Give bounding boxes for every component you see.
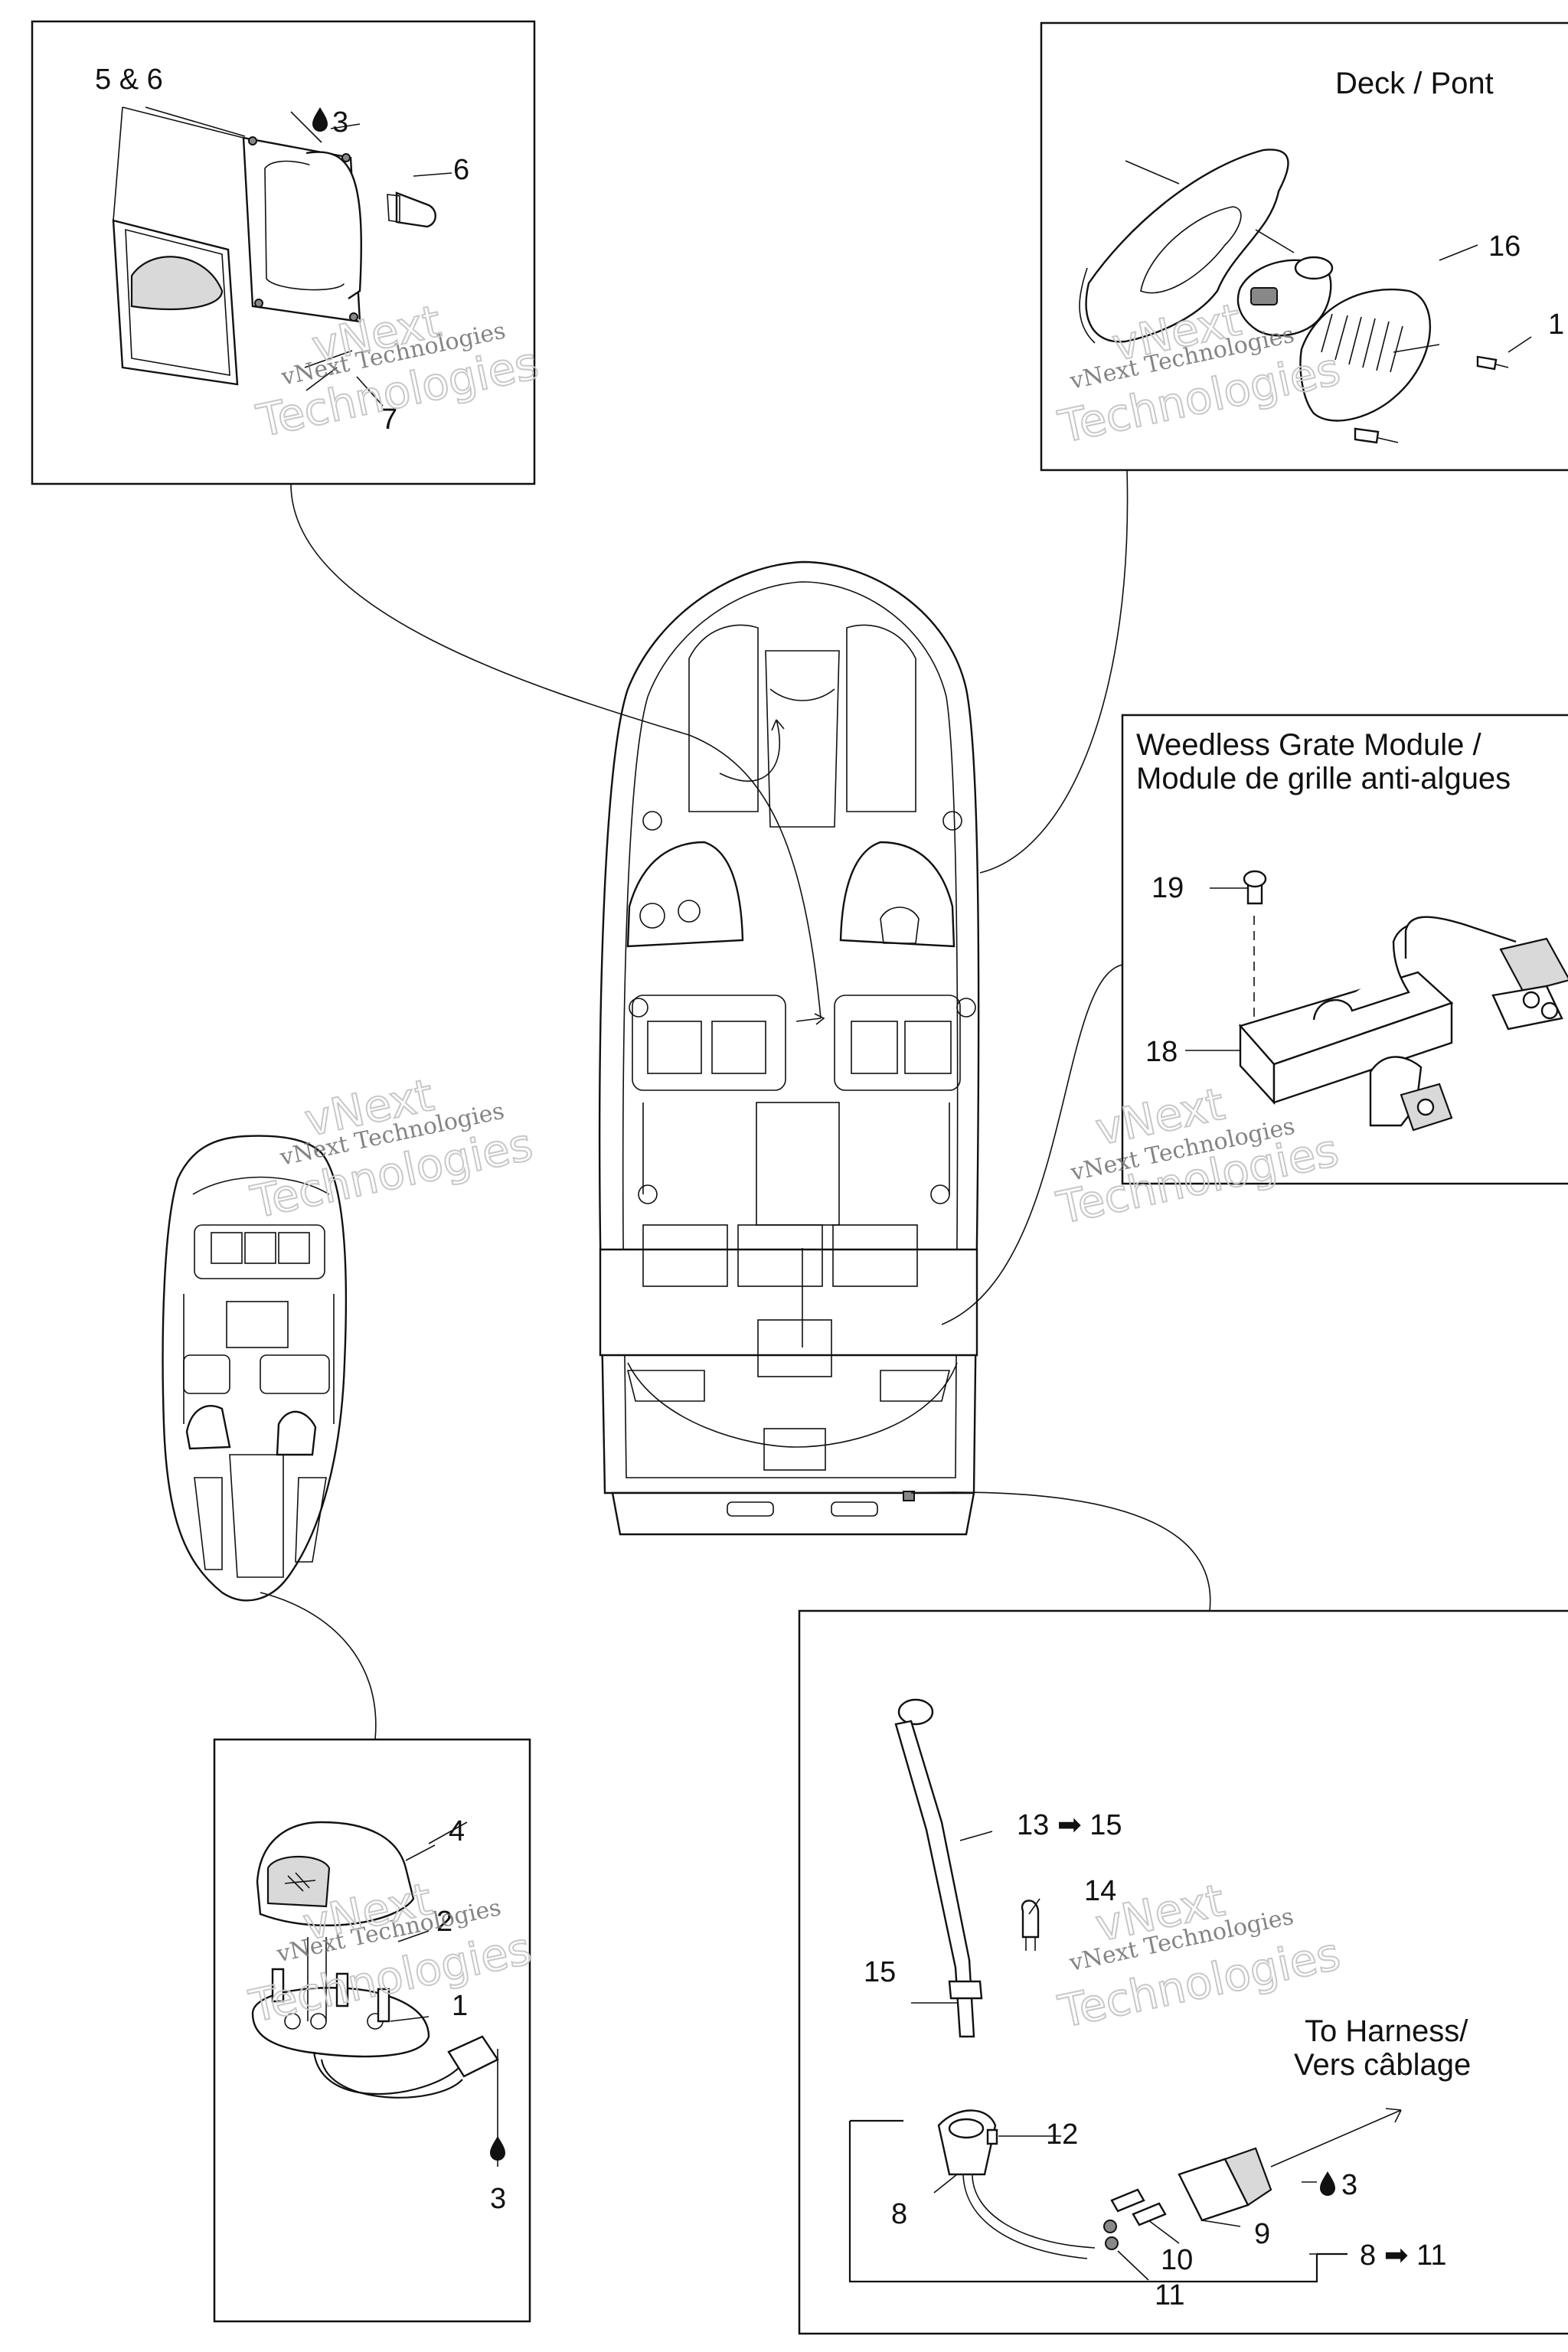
callout-5-6: 5 & 6 — [95, 64, 163, 96]
boat-top-view-main — [598, 560, 980, 1536]
panel-horn — [1040, 21, 1568, 472]
courtesy-light-assembly — [112, 106, 436, 391]
callout-3-top: 3 — [332, 106, 348, 139]
boat-perspective-view — [162, 1135, 348, 1602]
leader-curve-courtesy — [290, 483, 822, 1019]
callout-7: 7 — [381, 403, 397, 436]
callout-6: 6 — [453, 154, 469, 186]
harness-label-line1: To Harness/ — [1305, 2014, 1468, 2048]
callout-12: 12 — [1046, 2118, 1078, 2151]
callout-3-harness: 3 — [1341, 2169, 1357, 2201]
grate-title-line1: Weedless Grate Module / — [1136, 728, 1481, 762]
lubricant-drop-icon — [490, 2136, 505, 2161]
inner-bracket-stern — [848, 2119, 1318, 2283]
callout-18: 18 — [1145, 1036, 1178, 1068]
callout-4: 4 — [449, 1815, 465, 1847]
callout-13-15: 13 ➡ 15 — [1017, 1809, 1122, 1841]
callout-3-bow: 3 — [490, 2183, 506, 2215]
deck-label: Deck / Pont — [1335, 67, 1494, 100]
panel-courtesy-light — [31, 20, 536, 485]
panel-stern-light — [798, 1609, 1568, 2335]
callout-8: 8 — [891, 2198, 907, 2230]
stern-light-assembly — [894, 1698, 1402, 2259]
callout-10: 10 — [1161, 2244, 1193, 2276]
grate-title-line2: Module de grille anti-algues — [1136, 762, 1511, 795]
panel-bow-light — [213, 1738, 531, 2323]
leader-curve-grate — [941, 964, 1123, 1325]
callout-14: 14 — [1084, 1875, 1116, 1907]
panel-weedless-grate — [1121, 714, 1568, 1185]
callout-17: 1 — [1548, 309, 1564, 341]
callout-11: 11 — [1155, 2279, 1184, 2311]
leader-curve-horn — [979, 469, 1129, 874]
callout-2: 2 — [436, 1906, 452, 1938]
callout-15: 15 — [864, 1956, 896, 1988]
weedless-grate-module — [1238, 870, 1568, 1132]
leader-curve-bow — [260, 1592, 377, 1740]
horn-assembly — [1079, 149, 1509, 444]
callout-19: 19 — [1152, 872, 1184, 904]
callout-16: 16 — [1488, 230, 1521, 263]
bow-light-assembly — [251, 1821, 499, 2167]
lubricant-drop-icon — [1320, 2171, 1335, 2196]
callout-9: 9 — [1254, 2218, 1270, 2250]
callout-1: 1 — [452, 1990, 468, 2022]
callout-8-11: 8 ➡ 11 — [1360, 2239, 1447, 2272]
leader-curve-stern — [910, 1491, 1211, 1612]
lubricant-drop-icon — [312, 107, 328, 132]
harness-label-line2: Vers câblage — [1294, 2048, 1471, 2082]
